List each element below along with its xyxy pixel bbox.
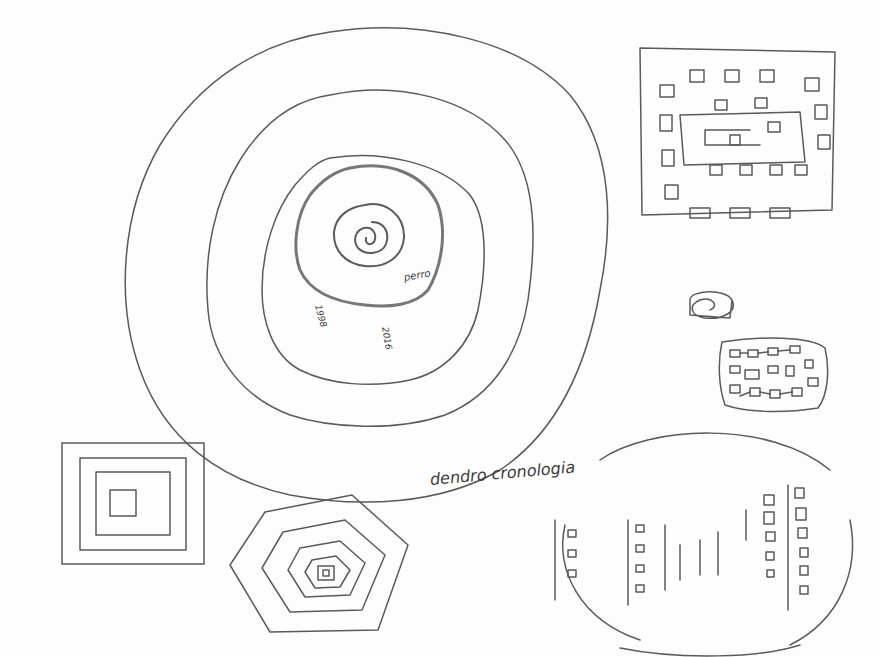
ring-note: 2016 [380,326,394,350]
ring-note: perro [403,267,431,282]
ring-note: 1998 [313,304,329,329]
sketch-caption: dendro cronologia [429,457,576,489]
